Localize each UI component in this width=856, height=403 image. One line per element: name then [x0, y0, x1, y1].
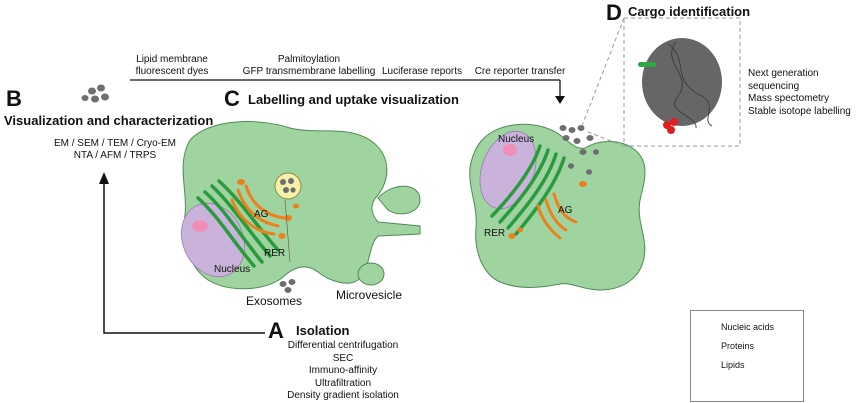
left-rer-label: RER: [264, 248, 286, 259]
right-rer-label: RER: [484, 228, 506, 239]
cargo-method: Stable isotope labelling: [748, 105, 851, 117]
labelling-arrow-head: [555, 96, 565, 104]
isolation-method: Differential centrifugation: [287, 340, 399, 351]
isolation-method: Density gradient isolation: [287, 390, 399, 401]
legend-lipids: Lipids: [721, 360, 745, 370]
panel-c-letter: C: [224, 86, 240, 111]
uptaken-exosomes: [559, 125, 599, 175]
panel-b-vesicles: [81, 84, 109, 103]
released-exosomes: [279, 279, 296, 293]
multivesicular-body: [274, 172, 302, 200]
lipid-on-exosome: [663, 118, 678, 134]
right-golgi-vesicles: [508, 181, 587, 239]
left-nucleus-label: Nucleus: [214, 264, 251, 275]
panel-b-letter: B: [6, 86, 22, 111]
label-lipid-dyes: Lipid membrane fluorescent dyes: [135, 54, 209, 77]
microvesicle: [357, 262, 385, 286]
legend-proteins: Proteins: [721, 341, 755, 351]
isolation-methods-list: Differential centrifugation SEC Immuno-a…: [258, 340, 428, 403]
exosomes-label: Exosomes: [246, 294, 303, 308]
panel-d-title: Cargo identification: [628, 4, 751, 19]
label-luciferase: Luciferase reports: [381, 66, 463, 77]
panel-b-title: Visualization and characterization: [4, 113, 214, 128]
isolation-arrow-head: [99, 172, 109, 184]
isolation-method: Immuno-affinity: [308, 365, 378, 376]
cargo-methods-list: Next generation sequencing Mass spectome…: [748, 68, 854, 118]
right-golgi: [536, 192, 578, 240]
mvb-pointer-line: [284, 199, 291, 263]
legend-nucleic-acids: Nucleic acids: [721, 322, 775, 332]
left-rer: [196, 179, 280, 268]
cargo-method: sequencing: [748, 80, 800, 92]
isolation-method: Ultrafiltration: [314, 377, 372, 389]
label-palmitoylation: Palmitoylation GFP transmembrane labelli…: [242, 54, 376, 77]
panel-b-methods-2: NTA / AFM / TRPS: [73, 150, 157, 161]
microvesicle-label: Microvesicle: [336, 288, 403, 302]
cargo-zoom-box: [623, 17, 741, 147]
left-nucleolus: [192, 220, 208, 232]
left-golgi: [230, 184, 286, 236]
left-ag-label: AG: [254, 209, 269, 220]
right-nucleolus: [503, 144, 517, 156]
legend-box: Nucleic acids Proteins Lipids: [690, 310, 804, 402]
isolation-arrow-path: [103, 182, 265, 334]
left-cell-protrusion: [377, 185, 421, 215]
nucleic-acid-strands: [667, 41, 713, 129]
right-nucleus-label: Nucleus: [498, 134, 535, 145]
right-rer: [490, 144, 566, 236]
left-golgi-vesicles: [237, 179, 299, 239]
panel-d-letter: D: [606, 0, 622, 25]
label-cre-reporter: Cre reporter transfer: [474, 66, 566, 77]
isolation-method: SEC: [332, 352, 354, 364]
right-ag-label: AG: [558, 205, 573, 216]
cargo-method: Next generation: [748, 68, 819, 79]
protein-on-exosome: [638, 62, 656, 67]
panel-a-letter: A: [268, 318, 284, 343]
zoom-guide-top: [581, 17, 625, 127]
panel-b-methods-1: EM / SEM / TEM / Cryo-EM: [53, 138, 177, 149]
cargo-method: Mass spectometry: [748, 93, 830, 104]
panel-a-title: Isolation: [296, 323, 350, 338]
mvb-intraluminal-vesicles: [280, 178, 296, 193]
panel-c-title: Labelling and uptake visualization: [248, 92, 459, 107]
